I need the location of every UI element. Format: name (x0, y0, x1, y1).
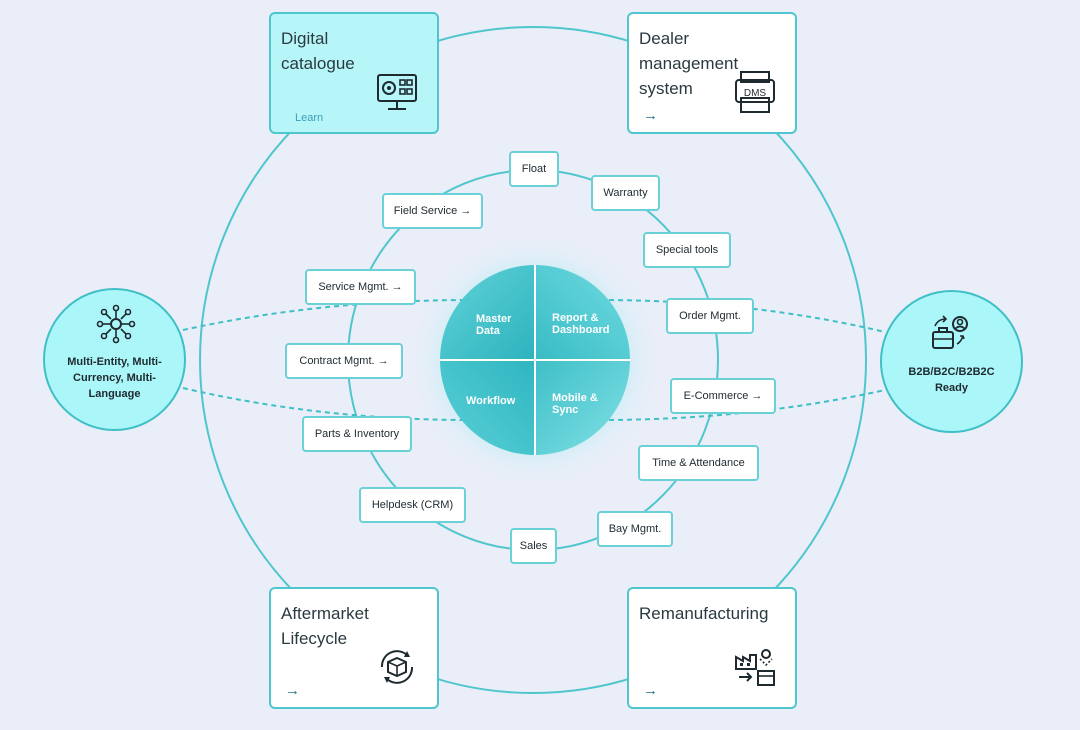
network-icon (96, 304, 136, 344)
quadrant-report-dashboard (535, 265, 630, 360)
core-report-dashboard-label: Report & Dashboard (552, 312, 610, 336)
remanufacturing-factory-icon (735, 649, 775, 686)
hub-label: B2B/B2C/B2B2C Ready (908, 366, 995, 394)
monitor-settings-icon (377, 74, 417, 110)
core-modules-circle (440, 265, 630, 455)
dashed-link-left-top (182, 299, 471, 331)
core-master-data-label: Master Data (476, 313, 512, 337)
card-title: Remanufacturing (639, 604, 769, 623)
briefcase-user-icon (932, 315, 968, 349)
arrow-link[interactable]: → (643, 682, 658, 699)
arrow-link[interactable]: → (285, 682, 300, 699)
module-float[interactable]: Float (509, 151, 559, 187)
arrow-link[interactable]: → (643, 107, 658, 124)
outer-ring (199, 26, 867, 694)
dms-document-icon: DMS (735, 71, 775, 113)
card-remanufacturing[interactable]: Remanufacturing → (627, 587, 797, 709)
hub-multi-entity: Multi-Entity, Multi- Currency, Multi- La… (43, 288, 186, 431)
quadrant-master-data (440, 265, 535, 360)
dms-icon-text: DMS (744, 88, 767, 99)
card-aftermarket-lifecycle[interactable]: Aftermarket Lifecycle → (269, 587, 439, 709)
module-helpdesk-crm[interactable]: Helpdesk (CRM) (359, 487, 466, 523)
card-title: Aftermarket Lifecycle (281, 604, 369, 648)
hub-b2b-ready: B2B/B2C/B2B2C Ready (880, 290, 1023, 433)
card-title: Dealer management system (639, 29, 739, 98)
module-bay-mgmt[interactable]: Bay Mgmt. (597, 511, 673, 547)
module-field-service[interactable]: Field Service → (382, 193, 483, 229)
module-service-mgmt[interactable]: Service Mgmt. → (305, 269, 416, 305)
core-workflow-label: Workflow (466, 395, 516, 407)
module-sales[interactable]: Sales (510, 528, 557, 564)
module-order-mgmt[interactable]: Order Mgmt. (666, 298, 754, 334)
learn-link[interactable]: Learn (295, 112, 324, 124)
module-parts-inventory[interactable]: Parts & Inventory (302, 416, 412, 452)
dashed-link-left-bottom (182, 387, 471, 421)
core-mobile-sync-label: Mobile & Sync (552, 392, 598, 416)
box-cycle-icon (380, 650, 414, 684)
quadrant-mobile-sync (535, 360, 630, 455)
module-special-tools[interactable]: Special tools (643, 232, 731, 268)
module-warranty[interactable]: Warranty (591, 175, 660, 211)
card-digital-catalogue[interactable]: Digital catalogue Learn (269, 12, 439, 134)
card-dealer-management-system[interactable]: Dealer management system → DMS (627, 12, 797, 134)
module-ecommerce[interactable]: E-Commerce → (670, 378, 776, 414)
hub-label: Multi-Entity, Multi- Currency, Multi- La… (67, 356, 162, 400)
module-time-attendance[interactable]: Time & Attendance (638, 445, 759, 481)
module-contract-mgmt[interactable]: Contract Mgmt. → (285, 343, 403, 379)
quadrant-workflow (440, 360, 535, 455)
card-title: Digital catalogue (281, 29, 355, 73)
